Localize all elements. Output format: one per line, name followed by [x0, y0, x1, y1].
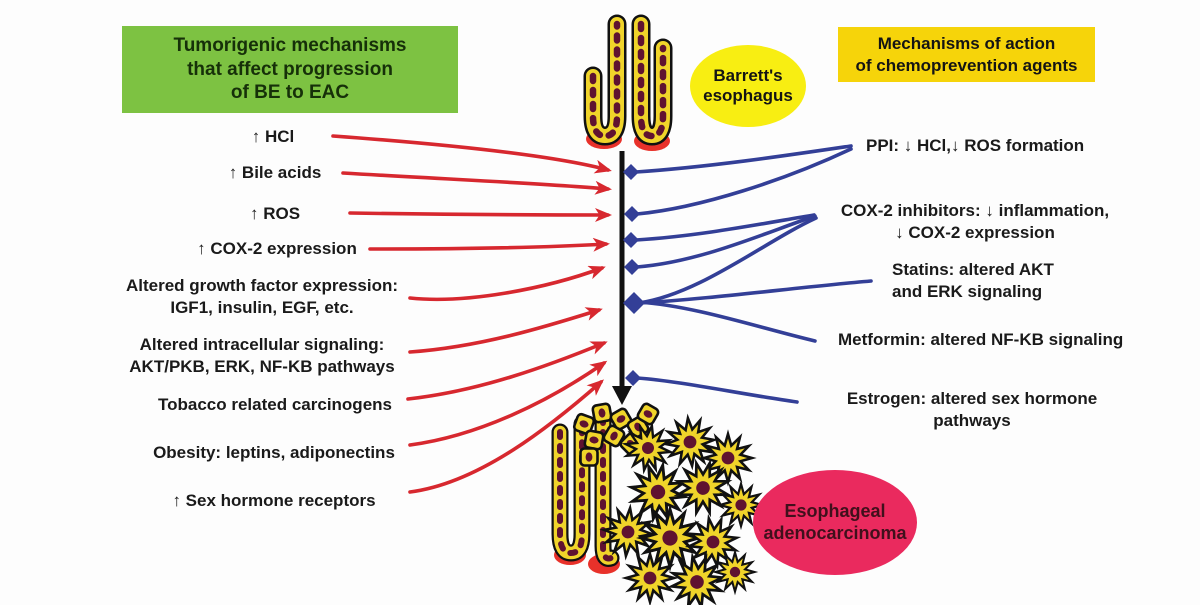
agent-label-metformin: Metformin: altered NF-KB signaling [838, 329, 1124, 349]
chemoprevention-agents-title-box: Mechanisms of action of chemoprevention … [838, 27, 1095, 82]
agent-label-cox2-inhibitors: COX-2 inhibitors: ↓ inflammation, ↓ COX-… [840, 200, 1110, 242]
mechanism-label-hcl: ↑ HCl [251, 126, 295, 146]
mechanism-label-growth-factor: Altered growth factor expression: IGF1, … [125, 275, 399, 317]
agent-label-statins: Statins: altered AKT and ERK signaling [892, 259, 1054, 301]
eac-tumor-illustration [551, 401, 764, 605]
mechanism-label-obesity: Obesity: leptins, adiponectins [153, 442, 395, 462]
mechanism-label-cox2-expression: ↑ COX-2 expression [197, 238, 357, 258]
tumorigenic-mechanisms-title-box: Tumorigenic mechanisms that affect progr… [122, 26, 458, 113]
agent-label-ppi: PPI: ↓ HCl,↓ ROS formation [866, 135, 1085, 155]
mechanism-label-intracellular-signaling: Altered intracellular signaling: AKT/PKB… [129, 334, 395, 376]
barretts-esophagus-node: Barrett's esophagus [690, 45, 806, 127]
mechanism-label-sex-hormone-receptors: ↑ Sex hormone receptors [172, 490, 376, 510]
blue-agent-connectors [634, 144, 873, 404]
mechanism-label-tobacco: Tobacco related carcinogens [158, 394, 392, 414]
mechanism-label-ros: ↑ ROS [249, 203, 301, 223]
central-progression-arrow [612, 151, 632, 405]
barretts-epithelium-illustration [583, 14, 673, 151]
red-mechanism-arrows [331, 134, 612, 494]
esophageal-adenocarcinoma-node: Esophageal adenocarcinoma [753, 470, 917, 575]
blue-diamond-endpoints [623, 164, 645, 386]
agent-label-estrogen: Estrogen: altered sex hormone pathways [846, 388, 1098, 430]
mechanism-label-bile-acids: ↑ Bile acids [228, 162, 322, 182]
